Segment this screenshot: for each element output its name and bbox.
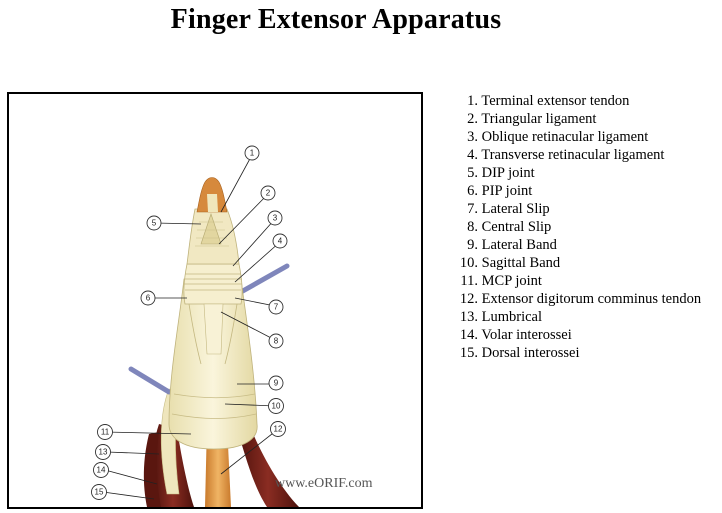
- triangular-ligament: [200, 213, 222, 245]
- legend-item: 2. Triangular ligament: [467, 111, 597, 127]
- svg-text:3: 3: [273, 214, 278, 223]
- svg-text:13: 13: [99, 448, 108, 457]
- callout-1: 1: [244, 145, 260, 161]
- anatomy-figure: 1 2 3 4 5 6 7 8 9 10 11 12 13 14 15 www.…: [7, 92, 423, 509]
- svg-text:14: 14: [97, 466, 106, 475]
- svg-text:10: 10: [272, 402, 281, 411]
- legend-item: 9. Lateral Band: [467, 237, 557, 253]
- legend-item: 5. DIP joint: [467, 165, 535, 181]
- svg-text:4: 4: [278, 237, 283, 246]
- svg-text:8: 8: [274, 337, 279, 346]
- muscle-right: [237, 424, 299, 507]
- legend-item: 13. Lumbrical: [459, 309, 543, 325]
- callout-12: 12: [270, 421, 286, 437]
- legend-item: 6. PIP joint: [467, 183, 533, 199]
- legend-list: 1. Terminal extensor tendon 2. Triangula…: [448, 92, 701, 362]
- callout-7: 7: [268, 299, 284, 315]
- svg-text:9: 9: [274, 379, 279, 388]
- callout-2: 2: [260, 185, 276, 201]
- callout-3: 3: [267, 210, 283, 226]
- svg-text:15: 15: [95, 488, 104, 497]
- callout-10: 10: [268, 398, 284, 414]
- callout-11: 11: [97, 424, 113, 440]
- callout-leaders: [102, 154, 281, 500]
- triangular-fibers: [195, 221, 229, 247]
- legend-item: 4. Transverse retinacular ligament: [467, 147, 665, 163]
- callout-13: 13: [95, 444, 111, 460]
- probe-left: [128, 366, 172, 395]
- page-title: Finger Extensor Apparatus: [170, 4, 502, 35]
- legend-item: 3. Oblique retinacular ligament: [467, 129, 649, 145]
- legend-item: 11. MCP joint: [460, 273, 542, 289]
- legend-item: 15. Dorsal interossei: [459, 345, 580, 361]
- svg-text:12: 12: [274, 425, 283, 434]
- muscle-left-outer: [143, 432, 161, 507]
- transverse-fibers: [184, 273, 242, 291]
- lateral-slip-right: [224, 303, 238, 365]
- legend-item: 7. Lateral Slip: [467, 201, 550, 217]
- callout-8: 8: [268, 333, 284, 349]
- central-slip: [203, 303, 224, 355]
- svg-text:1: 1: [250, 149, 255, 158]
- callout-15: 15: [91, 484, 107, 500]
- legend-item: 10. Sagittal Band: [459, 255, 561, 271]
- callout-6: 6: [140, 290, 156, 306]
- legend-item: 1. Terminal extensor tendon: [467, 93, 630, 109]
- callout-9: 9: [268, 375, 284, 391]
- probe-right: [238, 263, 290, 295]
- lateral-slip-left: [188, 303, 202, 365]
- sagittal-band-lines: [171, 393, 257, 419]
- extensor-apparatus-illustration: 1 2 3 4 5 6 7 8 9 10 11 12 13 14 15 www.…: [91, 145, 373, 507]
- svg-text:6: 6: [146, 294, 151, 303]
- svg-text:5: 5: [152, 219, 157, 228]
- extensor-hood: [168, 278, 258, 450]
- svg-text:11: 11: [101, 428, 110, 437]
- legend-item: 8. Central Slip: [467, 219, 552, 235]
- callout-5: 5: [146, 215, 162, 231]
- legend-item: 12. Extensor digitorum comminus tendon: [459, 291, 702, 307]
- watermark: www.eORIF.com: [275, 476, 373, 491]
- callout-4: 4: [272, 233, 288, 249]
- callout-14: 14: [93, 462, 109, 478]
- terminal-tendon: [207, 194, 218, 212]
- legend-item: 14. Volar interossei: [459, 327, 572, 343]
- svg-text:7: 7: [274, 303, 279, 312]
- svg-text:2: 2: [266, 189, 271, 198]
